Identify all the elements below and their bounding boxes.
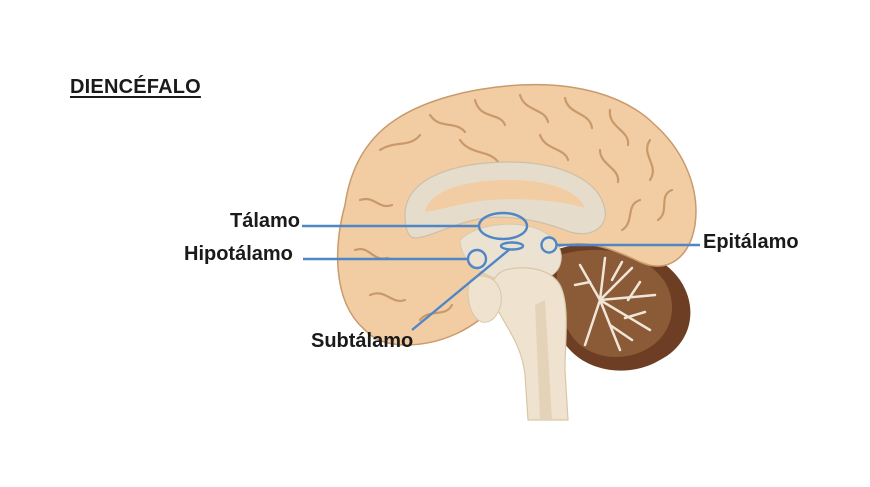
- label-subtalamo: Subtálamo: [311, 330, 414, 352]
- label-epitalamo: Epitálamo: [703, 231, 799, 253]
- subtalamo-marker: [499, 241, 525, 251]
- brainstem: [467, 267, 569, 421]
- cerebellum: [550, 243, 691, 371]
- label-talamo: Tálamo: [230, 210, 301, 232]
- page-title: DIENCÉFALO: [70, 76, 201, 98]
- epitalamo-marker: [540, 236, 558, 254]
- subtalamo-leader: [411, 248, 511, 331]
- label-hipotalamo: Hipotálamo: [184, 243, 293, 265]
- annotations: [302, 211, 700, 331]
